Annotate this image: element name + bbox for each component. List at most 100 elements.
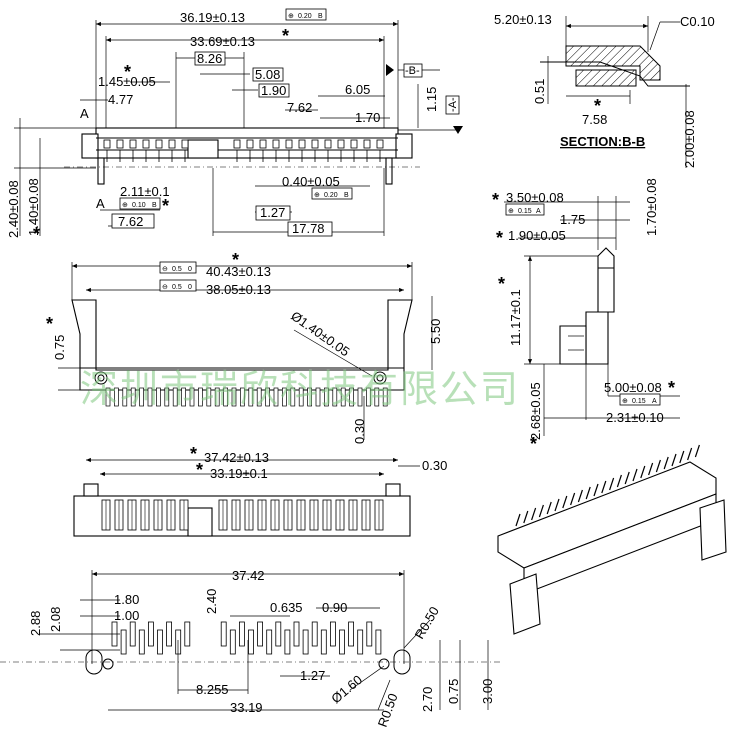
svg-text:1.80: 1.80 (114, 592, 139, 607)
svg-text:A: A (96, 196, 105, 211)
footprint-pad (238, 621, 245, 647)
svg-text:*: * (492, 190, 499, 210)
footprint-pad (366, 621, 373, 647)
footprint-pad (302, 629, 309, 655)
front-pin (256, 387, 262, 407)
svg-text:*: * (498, 274, 505, 294)
iso-pin (546, 501, 552, 515)
front-pin (366, 387, 371, 407)
svg-text:37.42±0.13: 37.42±0.13 (204, 450, 269, 465)
svg-text:37.42: 37.42 (232, 568, 265, 583)
top-pin (181, 139, 189, 149)
front-pin (105, 387, 111, 407)
front-pin (164, 387, 170, 407)
svg-text:0.90: 0.90 (322, 600, 347, 615)
svg-text:*: * (46, 314, 53, 334)
svg-text:⊖: ⊖ (162, 266, 168, 273)
top-pin (116, 139, 124, 149)
iso-pin (531, 507, 537, 521)
iso-pin (671, 453, 677, 467)
iso-pin (609, 477, 615, 491)
footprint-pad (147, 621, 154, 647)
svg-text:-B-: -B- (405, 65, 420, 77)
footprint-pad (311, 621, 318, 647)
svg-text:1.27: 1.27 (300, 668, 325, 683)
front-pin (172, 387, 178, 407)
svg-text:38.05±0.13: 38.05±0.13 (206, 282, 271, 297)
top-pin (311, 139, 319, 149)
svg-text:R0.50: R0.50 (412, 604, 442, 642)
footprint-pad (120, 629, 127, 655)
footprint-pad (220, 621, 227, 647)
iso-pin (562, 495, 568, 509)
footprint-pad (329, 621, 336, 647)
footprint-pad (229, 629, 236, 655)
front-pin (382, 387, 388, 407)
front-pin (298, 387, 304, 407)
footprint-pad (166, 621, 173, 647)
top-pin (246, 139, 254, 149)
svg-text:⊕: ⊕ (622, 398, 628, 405)
iso-pin (624, 471, 630, 485)
top-pin (324, 139, 332, 149)
footprint-pad (157, 629, 163, 655)
svg-text:B: B (344, 192, 349, 199)
footprint-pad (129, 621, 136, 647)
iso-pin (655, 459, 661, 473)
svg-text:0.5: 0.5 (172, 284, 182, 291)
footprint-pad (357, 629, 364, 655)
dim-inner-length: 33.69±0.13 (190, 34, 255, 49)
svg-text:⊕: ⊕ (314, 192, 320, 199)
front-pin (265, 387, 270, 407)
front-pin (357, 387, 363, 407)
bottom-pin-row (101, 499, 384, 531)
top-pin (142, 139, 150, 149)
svg-text:0.75: 0.75 (52, 335, 67, 360)
iso-pin (663, 456, 669, 470)
front-pin-row (105, 387, 388, 407)
svg-text:2.88: 2.88 (28, 611, 43, 636)
svg-text:⊕: ⊕ (508, 208, 514, 215)
svg-text:1.90±0.05: 1.90±0.05 (508, 228, 566, 243)
svg-text:3.50±0.08: 3.50±0.08 (506, 190, 564, 205)
front-pin (324, 387, 329, 407)
front-pin (315, 387, 321, 407)
front-pin (332, 387, 338, 407)
watermark: 深圳市瑞欣科技有限公司 (80, 367, 520, 411)
svg-text:0.15: 0.15 (518, 208, 532, 215)
svg-text:⊕: ⊕ (288, 13, 294, 20)
dim-overall-length: 36.19±0.13 (180, 10, 245, 25)
iso-pin (570, 492, 576, 506)
iso-pin (687, 447, 693, 461)
svg-text:2.08: 2.08 (48, 607, 63, 632)
svg-text:1.40±0.08: 1.40±0.08 (26, 178, 41, 236)
top-pin (285, 139, 293, 149)
svg-text:8.26: 8.26 (197, 51, 222, 66)
front-pin (282, 387, 287, 407)
front-pin (349, 387, 354, 407)
svg-text:0.5: 0.5 (172, 266, 182, 273)
front-pin (139, 387, 144, 407)
svg-text:1.00: 1.00 (114, 608, 139, 623)
top-pin (233, 139, 241, 149)
bottom-view: * 37.42±0.13 * 33.19±0.1 0.30 (73, 444, 447, 537)
front-pin (374, 387, 380, 407)
svg-text:2.40±0.08: 2.40±0.08 (6, 180, 21, 238)
svg-text:C0.10: C0.10 (680, 14, 715, 29)
svg-text:5.08: 5.08 (255, 67, 280, 82)
footprint-pad (375, 629, 382, 655)
footprint-pad (348, 621, 355, 647)
svg-text:*: * (668, 378, 675, 398)
front-pin (231, 387, 237, 407)
svg-text:*: * (496, 228, 503, 248)
svg-text:*: * (124, 62, 131, 82)
top-view: 36.19±0.13 33.69±0.13 * ⊕ 0.20 B 8.26 5.… (6, 8, 463, 244)
iso-pin (694, 444, 700, 458)
iso-pin (679, 450, 685, 464)
svg-text:*: * (190, 444, 197, 464)
isometric-pins (515, 444, 700, 527)
iso-pin (616, 474, 622, 488)
svg-text:1.90: 1.90 (261, 83, 286, 98)
svg-text:⊕: ⊕ (122, 202, 128, 209)
